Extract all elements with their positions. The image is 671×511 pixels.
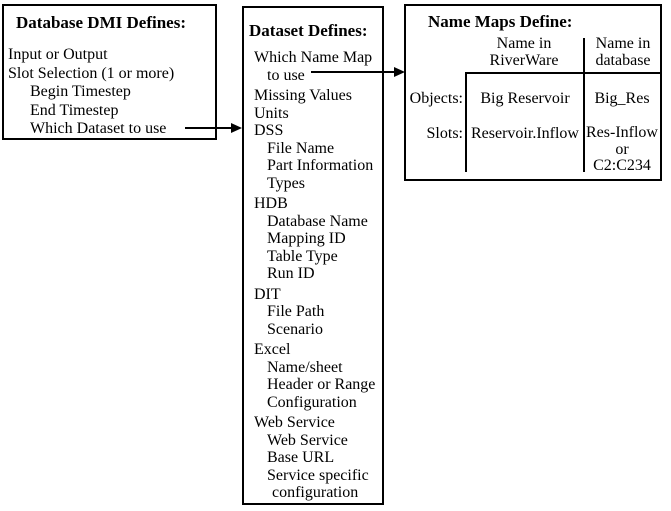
list-item: Excel (254, 341, 291, 358)
list-item: to use (267, 66, 305, 84)
list-item: Begin Timestep (30, 83, 131, 100)
list-item: Name/sheet (267, 358, 343, 376)
list-item: Web Service (254, 414, 335, 431)
column-header-line: database (595, 52, 651, 69)
name-maps-box: Name Maps Define: Name in RiverWare Name… (404, 4, 662, 181)
list-item: Input or Output (8, 46, 108, 63)
list-item: Types (267, 174, 305, 192)
list-item: Configuration (267, 393, 357, 411)
list-item: Run ID (267, 265, 315, 282)
column-header-line: Name in (595, 35, 651, 52)
connector-line-dataset (185, 127, 232, 129)
list-item: Table Type (267, 247, 338, 265)
dataset-item-list: Which Name Map to use Missing Values Uni… (244, 49, 382, 502)
database-dmi-item-list: Input or Output Slot Selection (1 or mor… (4, 46, 215, 139)
database-dmi-box-title: Database DMI Defines: (16, 13, 186, 32)
list-item: Base URL (267, 449, 335, 466)
dataset-box: Dataset Defines: Which Name Map to use M… (242, 6, 384, 505)
list-item: Scenario (267, 320, 323, 338)
list-item: Mapping ID (267, 230, 346, 247)
table-cell-line: Res-Inflow (586, 124, 658, 141)
list-item: Which Dataset to use (30, 120, 167, 137)
list-item: File Name (267, 139, 335, 157)
column-header-line: RiverWare (489, 52, 559, 69)
arrow-right-icon (394, 67, 405, 77)
column-header-database: Name in database (584, 35, 662, 69)
table-cell-riverware: Reservoir.Inflow (471, 125, 579, 142)
row-label-objects: Objects: (409, 90, 463, 107)
table-left-rule (465, 72, 467, 172)
list-item: DIT (254, 285, 281, 303)
list-item: HDB (254, 195, 288, 212)
list-item: Units (254, 104, 289, 122)
list-item: Which Name Map (254, 49, 373, 66)
list-item: Web Service (267, 431, 348, 449)
list-item: Header or Range (267, 376, 376, 393)
table-cell-line: C2:C234 (593, 157, 651, 174)
table-cell-line: or (615, 140, 629, 158)
dataset-box-title: Dataset Defines: (249, 21, 368, 40)
arrow-right-icon (231, 123, 242, 133)
name-maps-box-title: Name Maps Define: (428, 12, 573, 31)
table-column-divider (583, 38, 585, 172)
list-item: Slot Selection (1 or more) (8, 64, 175, 82)
list-item: configuration (272, 484, 359, 501)
list-item: DSS (254, 122, 284, 139)
list-item: Missing Values (254, 87, 352, 104)
row-label-slots: Slots: (426, 125, 463, 142)
list-item: Part Information (267, 157, 374, 174)
table-cell-database: Big_Res (594, 90, 650, 107)
list-item: End Timestep (30, 101, 119, 119)
column-header-riverware: Name in RiverWare (462, 35, 586, 69)
list-item: Database Name (267, 212, 368, 230)
column-header-line: Name in (496, 35, 552, 52)
connector-line-namemap (311, 71, 395, 73)
database-dmi-box: Database DMI Defines: Input or Output Sl… (2, 4, 217, 140)
table-cell-riverware: Big Reservoir (480, 90, 570, 107)
table-cell-database: Res-Inflow or C2:C234 (584, 124, 660, 175)
list-item: File Path (267, 303, 325, 320)
list-item: Service specific (267, 466, 369, 484)
table-header-rule (465, 72, 660, 74)
